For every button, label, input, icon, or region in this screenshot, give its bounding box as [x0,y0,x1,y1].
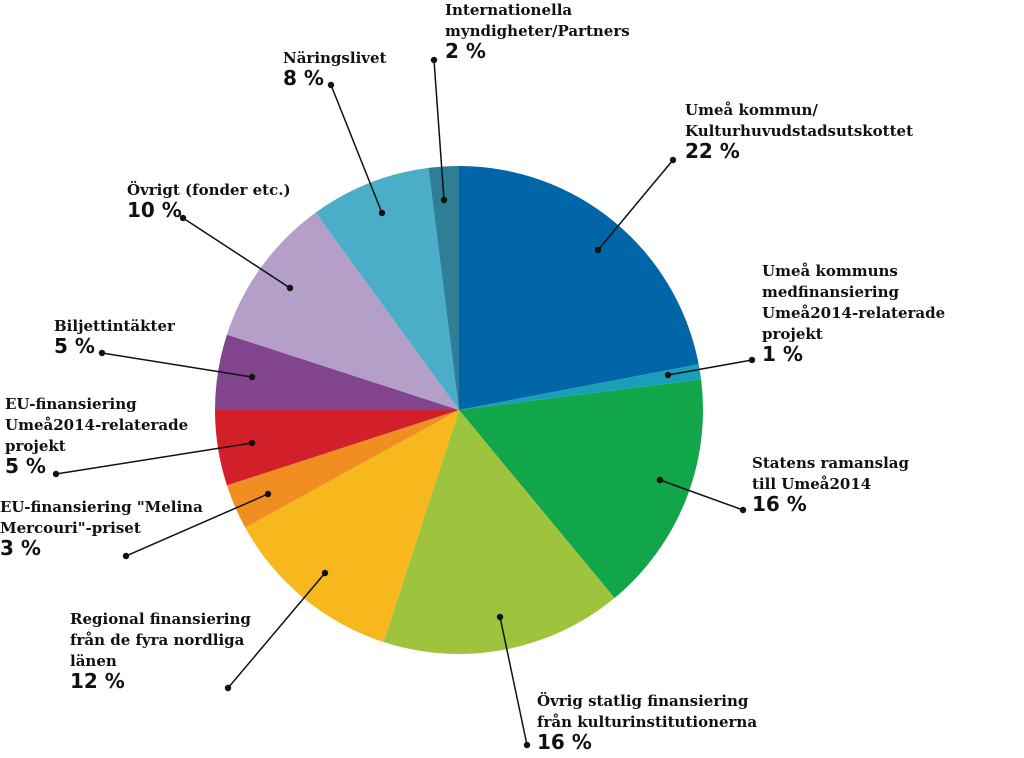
slice-label-7-line-1: EU-finansiering [5,395,137,413]
slice-anchor-dot-6 [264,490,272,498]
label-anchor-dot-11 [430,56,438,64]
slice-label-4-line-1: Övrig statlig finansiering [537,691,749,710]
slice-value-label-3: 16 % [752,492,807,516]
pie-slice-7 [215,410,459,486]
label-anchor-dot-10 [327,81,335,89]
slice-anchor-dot-1 [594,246,602,254]
leader-line-5 [227,572,326,689]
leader-line-8 [101,352,253,378]
slice-anchor-dot-8 [248,373,256,381]
slice-label-8-line-1: Biljettintäkter [54,317,176,335]
pie-slice-6 [226,410,459,528]
slice-value-label-1: 22 % [685,139,740,163]
slice-label-5-line-3: länen [70,652,117,670]
slice-label-4-line-2: från kulturinstitutionerna [537,713,757,731]
label-anchor-dot-9 [179,214,187,222]
slice-label-5-line-2: från de fyra nordliga [70,631,245,649]
slice-value-label-7: 5 % [5,454,46,478]
pie-slice-8 [215,334,459,410]
slice-anchor-dot-2 [664,371,672,379]
slice-value-label-8: 5 % [54,334,95,358]
slice-label-5-line-1: Regional finansiering [70,610,251,628]
slice-label-2-line-4: projekt [762,325,823,343]
slice-value-label-11: 2 % [445,39,486,63]
pie-slice-5 [245,410,459,643]
slice-anchor-dot-5 [321,569,329,577]
leader-line-1 [597,159,674,251]
slice-anchor-dot-10 [378,209,386,217]
label-anchor-dot-8 [98,349,106,357]
label-anchor-dot-1 [669,156,677,164]
slice-label-11-line-2: myndigheter/Partners [445,22,630,40]
pie-slice-10 [315,167,459,410]
leader-line-7 [55,442,253,475]
slice-value-label-2: 1 % [762,342,803,366]
leader-line-6 [125,493,269,557]
slice-value-label-5: 12 % [70,669,125,693]
slice-value-label-4: 16 % [537,730,592,754]
leader-line-9 [182,217,291,289]
slice-label-3-line-1: Statens ramanslag [752,454,910,472]
slice-label-2-line-3: Umeå2014-relaterade [762,304,945,322]
slice-label-6-line-1: EU-finansiering "Melina [0,498,203,516]
pie-slice-11 [428,166,459,410]
pie-slice-3 [459,379,703,599]
slice-value-label-9: 10 % [127,198,182,222]
slice-anchor-dot-9 [286,284,294,292]
slice-label-1-line-1: Umeå kommun/ [685,101,818,119]
slice-label-7-line-2: Umeå2014-relaterade [5,416,188,434]
pie-slice-9 [226,212,459,410]
label-anchor-dot-6 [122,552,130,560]
slice-anchor-dot-4 [496,613,504,621]
pie-slice-1 [459,166,699,410]
slice-value-label-10: 8 % [283,66,324,90]
slice-label-9-line-1: Övrigt (fonder etc.) [127,180,291,199]
label-anchor-dot-4 [523,741,531,749]
label-anchor-dot-5 [224,684,232,692]
leader-line-2 [667,359,753,376]
leader-line-10 [330,84,383,214]
label-anchor-dot-7 [52,470,60,478]
pie-slice-2 [459,364,702,410]
slice-label-3-line-2: till Umeå2014 [752,475,871,493]
label-anchor-dot-3 [739,506,747,514]
slice-label-7-line-3: projekt [5,437,66,455]
slice-anchor-dot-7 [248,439,256,447]
slice-label-10-line-1: Näringslivet [283,49,387,67]
slice-label-1-line-2: Kulturhuvudstadsutskottet [685,122,913,140]
leader-line-3 [659,479,744,511]
label-anchor-dot-2 [748,356,756,364]
slice-label-6-line-2: Mercouri"-priset [0,519,141,537]
slice-anchor-dot-3 [656,476,664,484]
slice-label-2-line-2: medfinansiering [762,283,900,301]
slice-anchor-dot-11 [440,196,448,204]
leader-line-11 [433,59,445,201]
slice-label-2-line-1: Umeå kommuns [762,262,898,280]
slice-label-11-line-1: Internationella [445,1,572,19]
slice-value-label-6: 3 % [0,536,41,560]
leader-line-4 [499,616,528,746]
pie-slice-4 [383,410,615,654]
